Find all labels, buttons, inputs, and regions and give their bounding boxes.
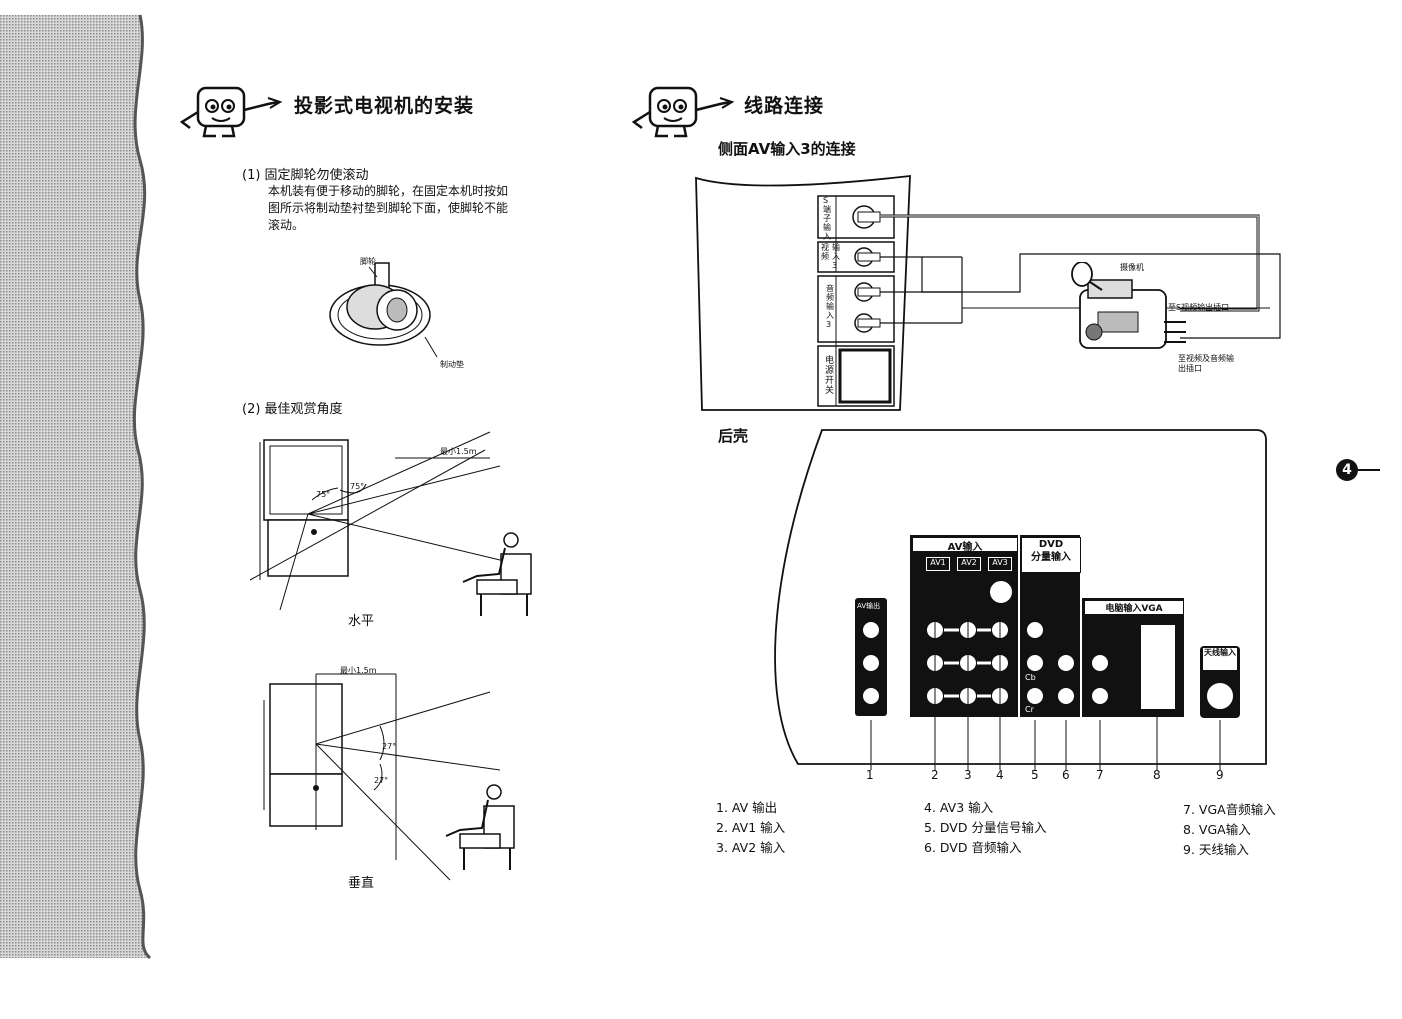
legend-item: 1. AV 输出 [716, 800, 778, 815]
vga-label: 电脑输入VGA [1084, 600, 1184, 615]
video-in3-label: 输入3 [832, 243, 840, 270]
av-output-label: AV输出 [857, 602, 881, 610]
rear-panel-outline [774, 429, 1267, 765]
horizontal-caption: 水平 [348, 614, 375, 629]
mascot-icon [179, 86, 283, 138]
legend-item: 2. AV1 输入 [716, 820, 786, 835]
camcorder-av-out-label: 至视频及音频输出插口 [1178, 354, 1234, 373]
legend-item: 8. VGA输入 [1183, 822, 1251, 837]
s-terminal-label: S端子输入 [823, 196, 831, 241]
av-input-label: AV输入 [912, 537, 1018, 553]
legend-item: 3. AV2 输入 [716, 840, 786, 855]
cr-label: Cr [1025, 705, 1034, 714]
callout-8: 8 [1153, 768, 1161, 782]
cb-label: Cb [1025, 673, 1036, 682]
antenna-label: 天线输入 [1203, 648, 1237, 670]
section1-heading: (1) 固定脚轮勿使滚动 [242, 168, 369, 183]
left-page-title: 投影式电视机的安装 [294, 95, 475, 117]
v-angle-bottom: 27° [374, 776, 389, 785]
caster-label: 脚轮 [360, 257, 376, 266]
camcorder-label: 摄像机 [1120, 263, 1144, 272]
legend-item: 5. DVD 分量信号输入 [924, 820, 1047, 835]
rear-jacks [861, 579, 1235, 770]
vertical-caption: 垂直 [348, 876, 375, 891]
v-angle-top: 27° [382, 742, 397, 751]
callout-3: 3 [964, 768, 972, 782]
av1-tag: AV1 [926, 557, 950, 571]
camcorder-s-out-label: 至S视频输出插口 [1168, 303, 1230, 312]
legend-col-3: 7. VGA音频输入 8. VGA输入 9. 天线输入 [1183, 800, 1276, 860]
legend-col-2: 4. AV3 输入 5. DVD 分量信号输入 6. DVD 音频输入 [924, 798, 1046, 858]
h-angle-left: 75° [316, 490, 331, 499]
callout-6: 6 [1062, 768, 1070, 782]
right-page-title: 线路连接 [744, 95, 825, 117]
body-line: 图所示将制动垫衬垫到脚轮下面，使脚轮不能 [268, 201, 509, 215]
dvd-title: DVD [1038, 539, 1064, 550]
decorative-side-strip [0, 14, 152, 960]
section2-heading: (2) 最佳观赏角度 [242, 402, 343, 417]
av3-tag: AV3 [988, 557, 1012, 571]
callout-2: 2 [931, 768, 939, 782]
seated-viewer-icon [445, 784, 515, 870]
camcorder-icon [1071, 262, 1186, 349]
legend-item: 7. VGA音频输入 [1183, 802, 1276, 817]
dvd-label: DVD 分量输入 [1021, 537, 1081, 573]
body-line: 滚动。 [268, 218, 305, 232]
h-distance-label: 最小1.5m [440, 447, 477, 456]
dvd-subtitle: 分量输入 [1031, 552, 1071, 563]
legend-item: 6. DVD 音频输入 [924, 840, 1022, 855]
audio-in3-label: 音频输入3 [826, 284, 834, 329]
v-distance-label: 最小1.5m [340, 666, 377, 675]
power-label: 电源开关 [825, 356, 835, 396]
callout-9: 9 [1216, 768, 1224, 782]
page-number: 4 [1336, 459, 1358, 481]
body-line: 本机装有便于移动的脚轮，在固定本机时按如 [268, 184, 509, 198]
callout-7: 7 [1096, 768, 1104, 782]
callout-4: 4 [996, 768, 1004, 782]
section1-body: 本机装有便于移动的脚轮，在固定本机时按如 图所示将制动垫衬垫到脚轮下面，使脚轮不… [268, 183, 558, 234]
side-panel-diagram [695, 174, 1281, 411]
rear-panel-heading: 后壳 [718, 427, 749, 445]
legend-item: 4. AV3 输入 [924, 800, 994, 815]
av2-tag: AV2 [957, 557, 981, 571]
video-label: 视频 [821, 243, 829, 261]
vga-port [1140, 624, 1176, 710]
page-number-tick [1358, 469, 1380, 471]
callout-1: 1 [866, 768, 874, 782]
side-input-heading: 侧面AV输入3的连接 [718, 140, 856, 158]
mascot-icon [631, 86, 735, 138]
h-angle-right: 75° [350, 482, 365, 491]
legend-col-1: 1. AV 输出 2. AV1 输入 3. AV2 输入 [716, 798, 785, 858]
pad-label: 制动垫 [440, 360, 464, 369]
seated-viewer-icon [462, 532, 532, 616]
callout-5: 5 [1031, 768, 1039, 782]
legend-item: 9. 天线输入 [1183, 842, 1249, 857]
caster-illustration [329, 262, 438, 358]
horizontal-viewing-diagram [250, 431, 501, 611]
vertical-viewing-diagram [263, 673, 501, 881]
